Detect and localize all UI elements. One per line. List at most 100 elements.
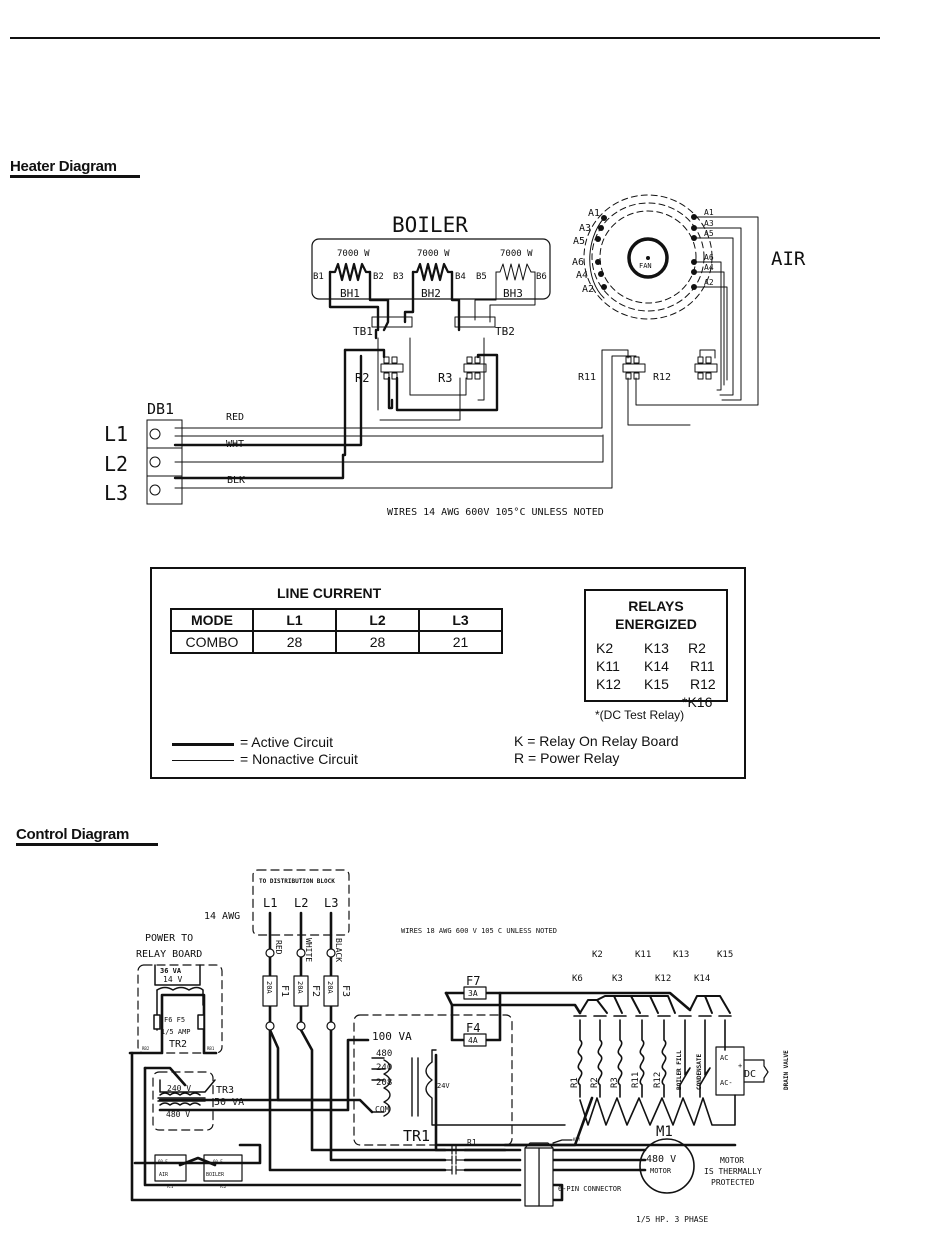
- r1-contact-label: R1: [467, 1138, 477, 1147]
- bh2-watts: 7000 W: [417, 249, 450, 259]
- six-pin-connector: [524, 1139, 573, 1207]
- relay-item: K11: [596, 658, 620, 674]
- bh1-label: BH1: [340, 287, 360, 300]
- air-label: AIR: [771, 248, 806, 270]
- dc-test-note: *(DC Test Relay): [595, 708, 685, 722]
- active-circuit-line: [172, 743, 234, 746]
- k15-label: K15: [717, 950, 733, 960]
- relay-item: K12: [596, 676, 621, 692]
- table-row: COMBO 28 28 21: [170, 630, 503, 654]
- tb1-block: [371, 316, 413, 328]
- nonactive-circuit-label: = Nonactive Circuit: [240, 751, 358, 767]
- air-term-left-a4: A4: [576, 270, 588, 281]
- k-relay-note: K = Relay On Relay Board: [514, 733, 679, 749]
- dc-label: DC: [744, 1069, 756, 1080]
- bh2-label: BH2: [421, 287, 441, 300]
- tc1-label: AIR: [159, 1172, 169, 1178]
- wire-white-label: WHITE: [304, 938, 313, 962]
- tb2-block: [454, 316, 496, 328]
- relay-item: R2: [688, 640, 706, 656]
- relay-r11-icon: [622, 356, 646, 380]
- air-term-left-a6: A6: [572, 257, 584, 268]
- air-term-right-a1: A1: [704, 208, 714, 217]
- tr3-va: 50 VA: [214, 1097, 244, 1108]
- air-heater-coils: [583, 194, 713, 320]
- r-relay-note: R = Power Relay: [514, 750, 620, 766]
- tr2-volts: 14 V: [163, 975, 182, 984]
- coil-boiler-fill-label: BOILER FILL: [676, 1050, 683, 1090]
- coil-group: [577, 1019, 736, 1126]
- wire-black-label: BLACK: [334, 938, 343, 962]
- r12-label: R12: [653, 372, 671, 383]
- active-circuit-label: = Active Circuit: [240, 734, 333, 750]
- relay-item: K13: [644, 640, 669, 656]
- tr1-label: TR1: [403, 1127, 430, 1145]
- heater-diagram: BOILER AIR FAN 7000 W 7000 W 7000 W B1 B…: [104, 194, 806, 518]
- air-term-left-a1: A1: [588, 208, 600, 219]
- b1-label: B1: [313, 272, 324, 282]
- cell-l2: 28: [335, 630, 420, 654]
- motor-note-2: IS THERMALLY: [704, 1167, 762, 1176]
- awg-label: 14 AWG: [204, 911, 240, 922]
- tr1-va: 100 VA: [372, 1030, 412, 1043]
- header-l2: L2: [335, 608, 420, 632]
- cell-mode: COMBO: [170, 630, 254, 654]
- fan-icon: [627, 237, 669, 279]
- bh3-resistor: [495, 263, 536, 281]
- r1-contacts: [444, 1145, 466, 1175]
- air-term-right-a3: A3: [704, 219, 714, 228]
- line-l2-label: L2: [104, 452, 128, 476]
- coil-r3-label: R3: [610, 1077, 620, 1088]
- air-term-left-a2: A2: [582, 284, 594, 295]
- cell-l1: 28: [252, 630, 337, 654]
- relay-item: K2: [596, 640, 614, 656]
- fuse-f3-rating: 20A: [326, 981, 334, 994]
- bh3-label: BH3: [503, 287, 523, 300]
- coil-r12-label: R12: [653, 1072, 663, 1088]
- control-l1-label: L1: [263, 896, 277, 910]
- control-wire-note: WIRES 18 AWG 600 V 105 C UNLESS NOTED: [401, 927, 557, 935]
- air-term-right-a2: A2: [704, 278, 714, 287]
- bh1-resistor: [328, 262, 372, 282]
- dist-block-box: [252, 869, 350, 936]
- tr3-transformer: [157, 1079, 216, 1106]
- tc1-rating: 60 F: [158, 1159, 168, 1164]
- b5-label: B5: [476, 272, 487, 282]
- drain-valve-label: DRAIN VALVE: [783, 1050, 790, 1090]
- f4-label: F4: [466, 1021, 480, 1035]
- motor-m1-icon: [639, 1138, 695, 1194]
- boiler-enclosure: [311, 238, 551, 300]
- f7-label: F7: [466, 974, 480, 988]
- tc2-rating: 60 F: [213, 1159, 223, 1164]
- relays-energized-box: RELAYS ENERGIZED K2 K13 R2 K11 K14 R11 K…: [584, 589, 728, 710]
- table-header-row: MODE L1 L2 L3: [170, 608, 503, 632]
- b6-label: B6: [536, 272, 547, 282]
- wire-wht-label: WHT: [226, 439, 244, 450]
- bh1-watts: 7000 W: [337, 249, 370, 259]
- tr2-va: 36 VA: [160, 967, 182, 975]
- relays-title-line1: RELAYS: [628, 598, 684, 614]
- dc-module: [715, 1046, 745, 1096]
- tr3-box: [152, 1071, 214, 1131]
- k14-label: K14: [694, 974, 710, 984]
- k2-label: K2: [592, 950, 603, 960]
- thermostats: [154, 1154, 243, 1182]
- tb2-label: TB2: [495, 325, 515, 338]
- f4-rating: 4A: [468, 1036, 478, 1045]
- dc-ac-bottom: AC-: [720, 1079, 733, 1087]
- header-l3: L3: [418, 608, 503, 632]
- air-term-left-a5: A5: [573, 236, 585, 247]
- r11-label: R11: [578, 372, 596, 383]
- cell-l3: 21: [418, 630, 503, 654]
- relay-r2-icon: [380, 356, 404, 380]
- legend-box: LINE CURRENT MODE L1 L2 L3 COMBO 28 28 2…: [150, 567, 746, 779]
- wire-red-label: RED: [226, 412, 244, 423]
- fuse-f2-rating: 20A: [296, 981, 304, 994]
- k13-label: K13: [673, 950, 689, 960]
- motor-volts: 480 V: [646, 1154, 676, 1165]
- relay-board-label: RELAY BOARD: [136, 949, 202, 960]
- tr1-secondary: 24V: [437, 1082, 450, 1090]
- connector-label: 6-PIN CONNECTOR: [558, 1185, 622, 1193]
- fuse-f1-icon: [262, 975, 278, 1007]
- header-mode: MODE: [170, 608, 254, 632]
